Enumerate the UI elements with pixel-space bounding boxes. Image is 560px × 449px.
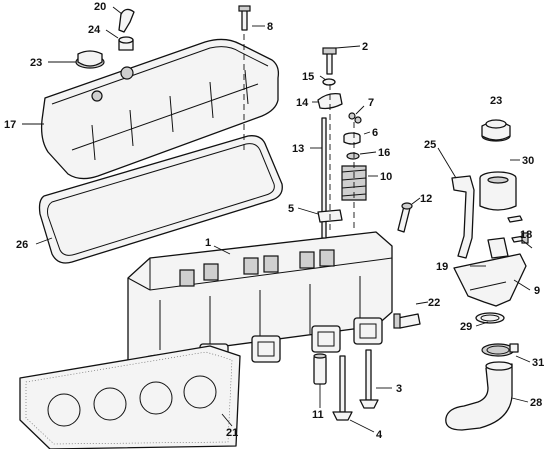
valve-3 — [359, 349, 379, 409]
bracket-25 — [451, 175, 475, 259]
head-valve-springs — [179, 249, 335, 287]
fitting-22 — [393, 313, 421, 329]
callout-25: 25 — [424, 139, 436, 151]
seal-16 — [346, 152, 360, 160]
callout-14: 14 — [296, 97, 309, 109]
callout-21: 21 — [226, 427, 238, 439]
callout-30: 30 — [522, 155, 534, 167]
guide-11 — [313, 353, 327, 385]
callout-24: 24 — [88, 24, 101, 36]
bracket-19 — [453, 253, 527, 307]
hose-clamp-31 — [481, 343, 519, 357]
head-bolt-12 — [397, 202, 413, 233]
leader-lines — [22, 6, 533, 433]
callout-11: 11 — [312, 409, 324, 421]
callout-16: 16 — [378, 147, 390, 159]
callout-4: 4 — [376, 429, 383, 441]
rocker-arm-14 — [317, 92, 343, 110]
stud-2 — [322, 47, 337, 75]
callout-1: 1 — [205, 237, 211, 249]
valve-cover — [40, 8, 280, 180]
callout-9: 9 — [534, 285, 540, 297]
callout-6: 6 — [372, 127, 378, 139]
callout-28: 28 — [530, 397, 542, 409]
callout-13: 13 — [292, 143, 304, 155]
valve-4 — [332, 355, 353, 421]
callout-2: 2 — [362, 41, 368, 53]
callout-labels: 20 24 23 17 26 8 2 15 14 7 6 16 10 13 5 … — [4, 1, 544, 441]
callout-12: 12 — [420, 193, 432, 205]
callout-26: 26 — [16, 239, 28, 251]
callout-7: 7 — [368, 97, 374, 109]
rocker-stud-8 — [238, 5, 251, 31]
callout-10: 10 — [380, 171, 392, 183]
valve-cover-gasket — [38, 135, 283, 264]
callout-22: 22 — [428, 297, 440, 309]
callout-15: 15 — [302, 71, 314, 83]
filler-neck-30 — [479, 171, 517, 211]
filler-cap-23 — [481, 119, 511, 142]
head-gasket — [19, 345, 241, 449]
callout-23-filler: 23 — [490, 95, 502, 107]
callout-18: 18 — [520, 229, 532, 241]
callout-17: 17 — [4, 119, 16, 131]
callout-20: 20 — [94, 1, 106, 13]
clamp-9 — [487, 237, 509, 259]
retainer-6 — [343, 132, 361, 145]
screw — [507, 215, 523, 223]
callout-23-cover: 23 — [30, 57, 42, 69]
keepers-7 — [348, 112, 362, 124]
hose-28 — [445, 361, 513, 431]
callout-29: 29 — [460, 321, 472, 333]
o-ring-29 — [475, 312, 505, 324]
pushrod-13 — [321, 117, 327, 239]
callout-3: 3 — [396, 383, 402, 395]
callout-5: 5 — [288, 203, 294, 215]
nut-15 — [322, 78, 336, 86]
callout-31: 31 — [532, 357, 544, 369]
callout-19: 19 — [436, 261, 448, 273]
callout-8: 8 — [267, 21, 273, 33]
